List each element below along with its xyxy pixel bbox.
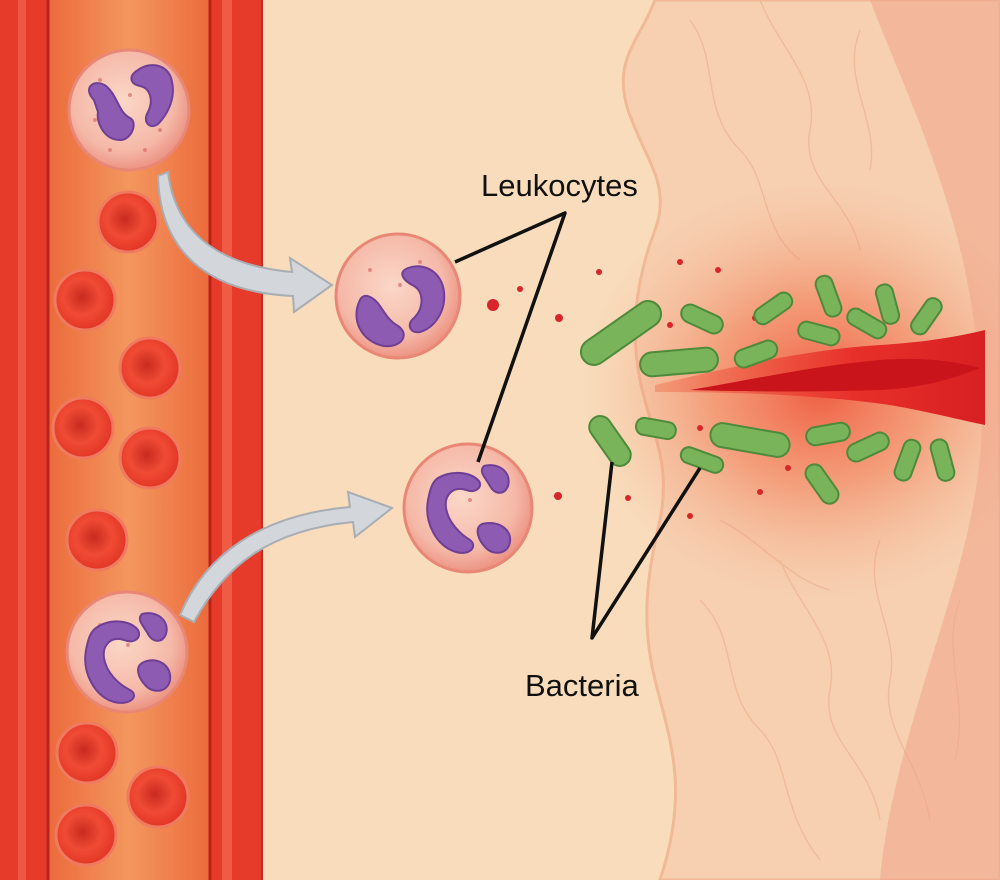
skin-swelling (870, 0, 1000, 880)
bacteria-label: Bacteria (525, 668, 639, 703)
leukocyte (334, 232, 462, 360)
red-blood-cell (118, 336, 182, 400)
migration-arrows (156, 170, 395, 624)
red-blood-cell (118, 426, 182, 490)
bacterium (874, 283, 901, 325)
bacterium (893, 438, 922, 482)
red-blood-cell (126, 765, 190, 829)
red-blood-cell (51, 396, 115, 460)
leukocyte (67, 48, 191, 172)
bacteria (579, 274, 956, 505)
red-blood-cell (53, 268, 117, 332)
migration-arrow-upper (156, 170, 334, 314)
wound-cut (690, 358, 980, 392)
leader-lines (454, 211, 702, 640)
bacterium (733, 339, 779, 369)
bacterium (846, 431, 890, 463)
leukocyte-nucleus (355, 294, 405, 348)
bacterium (814, 274, 843, 318)
red-blood-cell (65, 508, 129, 572)
bacterium (753, 291, 794, 326)
red-blood-cell (55, 721, 119, 785)
red-blood-cell (54, 803, 118, 867)
leukocyte (402, 442, 534, 574)
leukocyte-nucleus (88, 82, 135, 142)
migration-arrow-lower (178, 490, 395, 624)
bacterium (588, 415, 632, 467)
bacterium (805, 421, 851, 447)
leukocyte-nucleus (426, 472, 482, 554)
red-blood-cells (51, 190, 190, 867)
leukocytes-label: Leukocytes (481, 168, 638, 203)
bacterium (929, 438, 956, 482)
bacterium (846, 307, 888, 340)
bacterium (680, 303, 724, 335)
bacteria-leader (590, 461, 702, 640)
red-blood-cell (96, 190, 160, 254)
bacterium (797, 320, 841, 347)
vessel-wall-outer-right (210, 0, 262, 880)
bacterium (579, 300, 663, 366)
bacterium (639, 346, 719, 378)
leukocyte-nucleus (84, 620, 140, 704)
bacterium (709, 422, 791, 458)
bacterium (804, 463, 840, 505)
leukocyte (65, 590, 189, 714)
signal-dots (487, 259, 791, 519)
bacterium (910, 297, 943, 336)
bacterium (635, 416, 677, 441)
leukocytes-leader (454, 211, 567, 463)
leukocytes (65, 48, 534, 714)
bacterium (679, 446, 725, 474)
